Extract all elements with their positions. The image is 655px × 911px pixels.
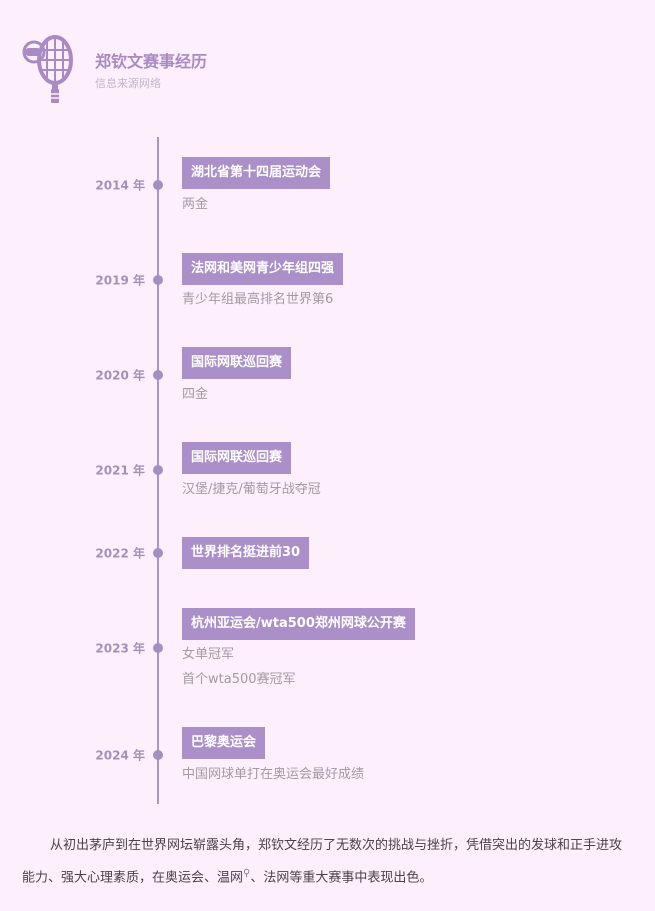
event-description: 首个wta500赛冠军 bbox=[182, 672, 296, 687]
event-title: 杭州亚运会/wta500郑州网球公开赛 bbox=[182, 608, 415, 640]
timeline-dot bbox=[153, 465, 163, 475]
page-subtitle: 信息来源网络 bbox=[95, 77, 161, 90]
timeline-dot bbox=[153, 275, 163, 285]
timeline-dot bbox=[153, 370, 163, 380]
paragraph-text-end: 、法网等重大赛事中表现出色。 bbox=[250, 870, 433, 886]
page-header: 郑钦文赛事经历 信息来源网络 bbox=[22, 34, 422, 106]
timeline-year: 2022 年 bbox=[95, 546, 145, 561]
timeline-dot bbox=[153, 180, 163, 190]
tennis-racket-icon bbox=[22, 35, 73, 103]
event-description: 汉堡/捷克/葡萄牙战夺冠 bbox=[182, 482, 321, 497]
timeline-year: 2024 年 bbox=[95, 748, 145, 763]
timeline-year: 2014 年 bbox=[95, 178, 145, 193]
event-title: 湖北省第十四届运动会 bbox=[182, 157, 331, 189]
event-description: 女单冠军 bbox=[182, 647, 235, 662]
event-title: 国际网联巡回赛 bbox=[182, 347, 292, 379]
event-title: 法网和美网青少年组四强 bbox=[182, 253, 344, 285]
event-title: 巴黎奥运会 bbox=[182, 727, 266, 759]
event-description: 两金 bbox=[182, 197, 209, 212]
event-description: 中国网球单打在奥运会最好成绩 bbox=[182, 767, 365, 782]
timeline-year: 2023 年 bbox=[95, 641, 145, 656]
paragraph-text-start: 从初出茅庐到在世界网坛崭露头角，郑钦文经历了无数次的挑战与挫折，凭借突出的发球和… bbox=[22, 838, 623, 886]
timeline-dot bbox=[153, 750, 163, 760]
event-title: 国际网联巡回赛 bbox=[182, 442, 292, 474]
timeline-year: 2019 年 bbox=[95, 273, 145, 288]
timeline-year: 2021 年 bbox=[95, 463, 145, 478]
timeline-dot bbox=[153, 643, 163, 653]
event-description: 四金 bbox=[182, 387, 209, 402]
search-icon[interactable]: ⚲ bbox=[243, 868, 251, 879]
page-title: 郑钦文赛事经历 bbox=[95, 52, 208, 71]
event-description: 青少年组最高排名世界第6 bbox=[182, 292, 334, 307]
event-title: 世界排名挺进前30 bbox=[182, 537, 310, 569]
summary-paragraph: 从初出茅庐到在世界网坛崭露头角，郑钦文经历了无数次的挑战与挫折，凭借突出的发球和… bbox=[22, 832, 634, 892]
timeline-year: 2020 年 bbox=[95, 368, 145, 383]
timeline-dot bbox=[153, 548, 163, 558]
wimbledon-link[interactable]: 温网 bbox=[217, 870, 244, 886]
